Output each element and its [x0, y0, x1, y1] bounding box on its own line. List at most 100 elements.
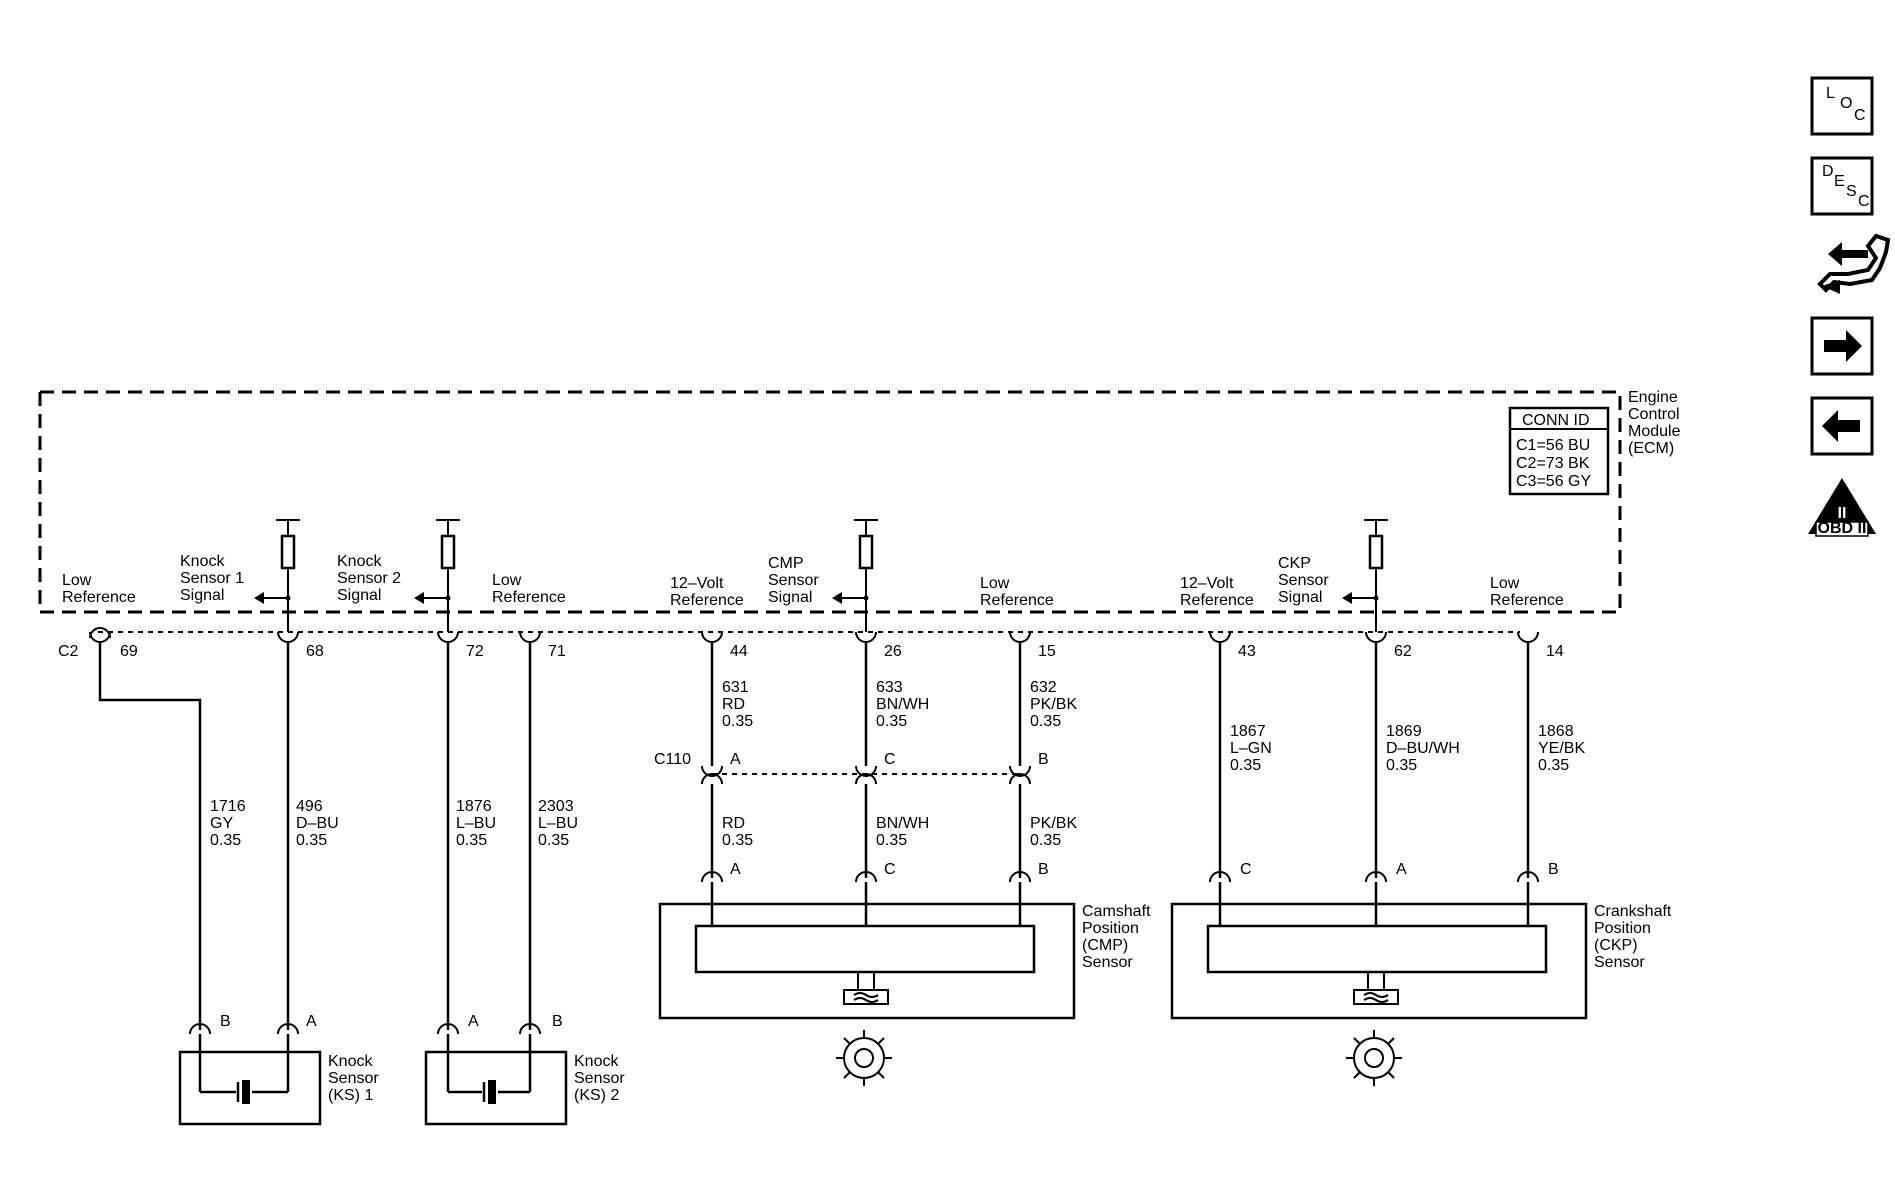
- pin-numbers: 69 68 72 71 44 26 15 43 62 14: [120, 643, 1564, 660]
- svg-text:(CKP): (CKP): [1594, 937, 1638, 954]
- svg-text:1869: 1869: [1386, 723, 1422, 740]
- svg-text:1868: 1868: [1538, 723, 1574, 740]
- svg-text:BN/WH: BN/WH: [876, 696, 929, 713]
- svg-text:Sensor: Sensor: [768, 572, 819, 589]
- previous-page-button[interactable]: [1810, 396, 1874, 456]
- svg-text:(KS) 2: (KS) 2: [574, 1087, 619, 1104]
- svg-text:B: B: [220, 1013, 231, 1030]
- svg-text:12–Volt: 12–Volt: [1180, 575, 1234, 592]
- svg-text:GY: GY: [210, 815, 233, 832]
- svg-text:Module: Module: [1628, 423, 1681, 440]
- description-button[interactable]: D E S C: [1810, 156, 1874, 216]
- cmp-reluctor-gear-icon: [836, 1030, 892, 1086]
- arrow-right-icon: [1824, 330, 1862, 362]
- svg-text:0.35: 0.35: [876, 832, 907, 849]
- svg-text:D–BU/WH: D–BU/WH: [1386, 740, 1460, 757]
- svg-text:Sensor: Sensor: [574, 1070, 625, 1087]
- svg-text:Low: Low: [1490, 575, 1520, 592]
- svg-text:C: C: [1240, 861, 1252, 878]
- svg-text:PK/BK: PK/BK: [1030, 696, 1077, 713]
- svg-text:A: A: [730, 861, 741, 878]
- svg-text:A: A: [468, 1013, 479, 1030]
- svg-text:Reference: Reference: [670, 592, 744, 609]
- svg-text:L–GN: L–GN: [1230, 740, 1272, 757]
- svg-text:CONN ID: CONN ID: [1522, 412, 1590, 429]
- svg-text:Low: Low: [62, 572, 92, 589]
- wire-label-1869: 1869 D–BU/WH 0.35: [1386, 723, 1460, 774]
- svg-text:Low: Low: [492, 572, 522, 589]
- svg-text:0.35: 0.35: [722, 713, 753, 730]
- svg-text:C: C: [884, 751, 896, 768]
- svg-text:O: O: [1840, 95, 1852, 112]
- wire-label-rd: RD 0.35: [722, 815, 753, 849]
- obd-triangle-icon: [1808, 478, 1876, 534]
- next-page-button[interactable]: [1810, 316, 1874, 376]
- wire-label-496: 496 D–BU 0.35: [296, 798, 339, 849]
- svg-text:Signal: Signal: [768, 589, 812, 606]
- svg-text:Signal: Signal: [337, 587, 381, 604]
- pin-69-func: Low Reference: [62, 572, 136, 606]
- svg-text:S: S: [1846, 183, 1857, 200]
- svg-text:0.35: 0.35: [722, 832, 753, 849]
- knock-sensor-1: B A Knock Sensor (KS) 1: [178, 1013, 379, 1126]
- obd-ii-button[interactable]: II OBD II: [1808, 478, 1876, 537]
- svg-text:1876: 1876: [456, 798, 492, 815]
- svg-text:OBD II: OBD II: [1818, 520, 1867, 537]
- svg-text:1716: 1716: [210, 798, 246, 815]
- svg-text:C: C: [884, 861, 896, 878]
- svg-text:C2=73 BK: C2=73 BK: [1516, 455, 1590, 472]
- pull-up-resistor-ks2: [414, 519, 460, 632]
- ecm-label: Engine Control Module (ECM): [1628, 389, 1681, 457]
- svg-text:BN/WH: BN/WH: [876, 815, 929, 832]
- pin-14-func: Low Reference: [1490, 575, 1564, 609]
- arrow-left-icon: [1822, 410, 1860, 442]
- svg-text:632: 632: [1030, 679, 1057, 696]
- svg-text:Crankshaft: Crankshaft: [1594, 903, 1672, 920]
- svg-text:A: A: [730, 751, 741, 768]
- svg-text:15: 15: [1038, 643, 1056, 660]
- svg-text:L–BU: L–BU: [538, 815, 578, 832]
- svg-text:68: 68: [306, 643, 324, 660]
- svg-text:Reference: Reference: [1180, 592, 1254, 609]
- svg-text:Sensor 1: Sensor 1: [180, 570, 244, 587]
- connector-c2-label: C2: [58, 643, 79, 660]
- pin-15-func: Low Reference: [980, 575, 1054, 609]
- wire-1716: [98, 642, 202, 1030]
- svg-text:C3=56 GY: C3=56 GY: [1516, 473, 1591, 490]
- svg-text:Sensor: Sensor: [1082, 954, 1133, 971]
- svg-text:Reference: Reference: [492, 589, 566, 606]
- pin-71-func: Low Reference: [492, 572, 566, 606]
- pull-up-resistor-ks1: [254, 519, 300, 632]
- svg-text:Position: Position: [1082, 920, 1139, 937]
- svg-text:B: B: [1548, 861, 1559, 878]
- svg-text:1867: 1867: [1230, 723, 1266, 740]
- wire-label-2303: 2303 L–BU 0.35: [538, 798, 578, 849]
- svg-text:0.35: 0.35: [210, 832, 241, 849]
- svg-text:C: C: [1858, 193, 1870, 210]
- svg-text:Low: Low: [980, 575, 1010, 592]
- svg-text:14: 14: [1546, 643, 1564, 660]
- svg-text:L–BU: L–BU: [456, 815, 496, 832]
- schematic-wrench-icon: [1817, 233, 1891, 294]
- pin-68-func: Knock Sensor 1 Signal: [180, 553, 244, 604]
- schematic-legend-button[interactable]: [1817, 233, 1891, 294]
- location-button[interactable]: L O C: [1810, 76, 1874, 136]
- inline-connector-c110: C110 A C B: [654, 751, 1049, 785]
- svg-text:A: A: [306, 1013, 317, 1030]
- svg-text:E: E: [1834, 173, 1845, 190]
- svg-text:(KS) 1: (KS) 1: [328, 1087, 373, 1104]
- pin-62-func: CKP Sensor Signal: [1278, 555, 1329, 606]
- svg-text:Knock: Knock: [180, 553, 225, 570]
- svg-text:0.35: 0.35: [296, 832, 327, 849]
- wire-label-bn-wh: BN/WH 0.35: [876, 815, 929, 849]
- svg-text:0.35: 0.35: [1030, 832, 1061, 849]
- svg-text:Position: Position: [1594, 920, 1651, 937]
- svg-text:0.35: 0.35: [1386, 757, 1417, 774]
- wire-label-1876: 1876 L–BU 0.35: [456, 798, 496, 849]
- svg-text:YE/BK: YE/BK: [1538, 740, 1585, 757]
- svg-text:631: 631: [722, 679, 749, 696]
- svg-text:Signal: Signal: [1278, 589, 1322, 606]
- svg-text:Sensor: Sensor: [1594, 954, 1645, 971]
- svg-text:RD: RD: [722, 815, 745, 832]
- svg-text:B: B: [1038, 751, 1049, 768]
